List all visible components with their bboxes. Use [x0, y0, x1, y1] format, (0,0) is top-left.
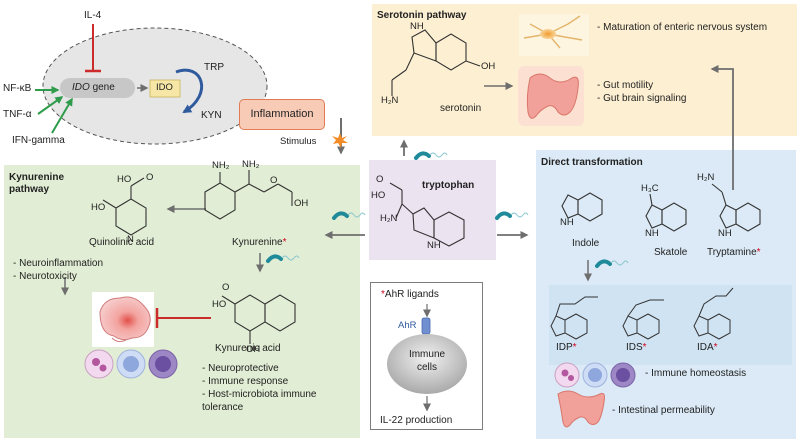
trp-ho-label: HO: [371, 190, 386, 201]
nfkb-label: NF-κB: [3, 83, 32, 94]
serotonin-label: serotonin: [440, 103, 482, 114]
il4-label: IL-4: [84, 10, 102, 21]
ids-structure: [622, 299, 664, 340]
qa-o-label: O: [146, 172, 154, 183]
ka-o-label: O: [222, 282, 230, 293]
intestinal-permeability-label: - Intestinal permeability: [612, 405, 715, 416]
skatole-label: Skatole: [654, 247, 688, 258]
tryptophan-label: tryptophan: [422, 180, 475, 191]
ida-structure: [693, 287, 734, 340]
immune-cells-label-1: Immune: [408, 349, 446, 360]
kyn-o-label: O: [270, 175, 278, 186]
serotonin-effect-signaling: - Gut brain signaling: [597, 93, 687, 104]
ido-enzyme-box: [149, 79, 181, 98]
immune-response-label: - Immune response: [202, 376, 289, 387]
kyn-oh-label: OH: [294, 198, 309, 209]
skatole-ch3-label: H₃C: [641, 183, 659, 194]
gut-icon: [518, 66, 584, 126]
indole-structure: [561, 192, 603, 222]
serotonin-panel: [372, 4, 797, 136]
tolerance-label: tolerance: [202, 402, 244, 413]
kynurenine-panel: [4, 165, 360, 438]
neuron-icon: [519, 14, 589, 56]
indole-nh-label: NH: [560, 217, 574, 228]
indole-label: Indole: [572, 238, 600, 249]
kynurenic-acid-structure: [221, 294, 296, 344]
ids-label: IDS*: [626, 342, 647, 353]
indole-derivatives-panel: [549, 285, 792, 365]
idp-label: IDP*: [556, 342, 577, 353]
trp-label: TRP: [204, 62, 224, 73]
kynurenine-label: Kynurenine*: [232, 237, 287, 248]
host-microbiota-label: - Host-microbiota immune: [202, 389, 317, 400]
quinolinic-acid-label: Quinolinic acid: [89, 237, 155, 248]
kynurenine-pathway-title-2: pathway: [9, 184, 50, 195]
qa-n-label: N: [127, 234, 134, 245]
ka-ho-label: HO: [212, 299, 227, 310]
trp-o-label: O: [376, 174, 384, 185]
ida-label: IDA*: [697, 342, 718, 353]
trp-nh-label: NH: [427, 240, 441, 251]
tryptophan-structure: [389, 182, 465, 247]
idp-structure: [550, 296, 598, 340]
tryptophan-panel: [369, 160, 496, 260]
serotonin-oh-label: OH: [481, 61, 496, 72]
stimulus-label: Stimulus: [280, 136, 317, 147]
skatole-nh-label: NH: [645, 228, 659, 239]
immune-cells-label-2: cells: [416, 362, 437, 373]
serotonin-nh-label: NH: [410, 21, 424, 32]
serotonin-effect-motility: - Gut motility: [597, 80, 654, 91]
neuroinflammation-label: - Neuroinflammation: [13, 258, 104, 269]
serotonin-pathway-title: Serotonin pathway: [377, 10, 467, 21]
ka-oh-label: OH: [246, 344, 261, 355]
ido-gene-pill: [60, 78, 135, 98]
brain-icon: [92, 292, 154, 347]
bacteria-icon: [332, 211, 366, 220]
immune-homeostasis-label: - Immune homeostasis: [645, 368, 747, 379]
tnf-label: TNF-α: [3, 109, 32, 120]
ido-gene-label: IDO gene: [72, 82, 115, 93]
il22-label: IL-22 production: [380, 415, 453, 426]
qa-ho2-label: HO: [91, 202, 106, 213]
immune-cells-ellipse: [387, 334, 467, 394]
tryptamine-nh-label: NH: [718, 228, 732, 239]
serotonin-h2n-label: H₂N: [381, 95, 399, 106]
serotonin-structure: [391, 29, 481, 96]
bacteria-icon: [495, 211, 529, 220]
ahr-receptor-icon: [421, 317, 431, 335]
tryptamine-label: Tryptamine*: [707, 247, 761, 258]
gut-icon: [557, 390, 605, 428]
skatole-structure: [645, 193, 687, 232]
tryptamine-h2n-label: H₂N: [697, 172, 715, 183]
ifn-label: IFN-gamma: [12, 135, 65, 146]
immune-cells-icon: [554, 362, 636, 388]
neurotoxicity-label: - Neurotoxicity: [13, 271, 77, 282]
ahr-ligands-label: *AhR ligands: [381, 289, 439, 300]
bacteria-icon: [266, 254, 300, 263]
immune-cells-icon: [84, 349, 178, 379]
neuroprotective-label: - Neuroprotective: [202, 363, 279, 374]
inflammation-box: Inflammation: [239, 99, 325, 130]
kyn-nh2b-label: NH₂: [242, 159, 260, 170]
qa-ho-label: HO: [117, 174, 132, 185]
kynurenic-acid-label: Kynurenic acid: [215, 343, 281, 354]
quinolinic-acid-structure: [102, 177, 147, 236]
ahr-receptor-label: AhR: [398, 320, 417, 331]
kyn-nh2-label: NH₂: [212, 160, 230, 171]
kyn-label: KYN: [201, 110, 222, 121]
direct-transformation-title: Direct transformation: [541, 157, 643, 168]
bacteria-icon: [414, 151, 448, 160]
trp-h2n-label: H₂N: [380, 213, 398, 224]
tryptamine-structure: [711, 183, 761, 232]
kynurenine-structure: [204, 170, 293, 220]
serotonin-effect-ens: - Maturation of enteric nervous system: [597, 22, 768, 33]
kynurenine-pathway-title-1: Kynurenine: [9, 172, 65, 183]
ido-enzyme-label: IDO: [156, 82, 173, 93]
bacteria-icon: [595, 259, 629, 268]
